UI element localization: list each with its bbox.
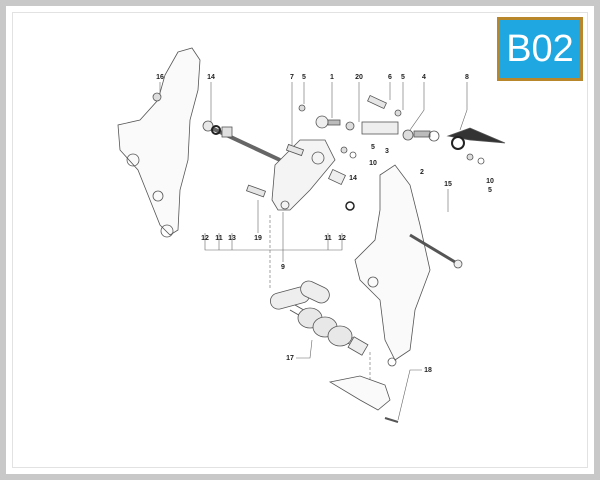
frame-inner-border	[12, 12, 588, 468]
callout-5: 5	[401, 74, 405, 81]
guard-plate	[328, 375, 391, 411]
callout-labels: 16 14 7 5 1 20 6 5 4 8 5 3 10 2 10 5 14 …	[156, 74, 494, 374]
callout-6: 6	[388, 74, 392, 81]
callout-14: 14	[207, 74, 215, 81]
callout-9: 9	[281, 264, 285, 271]
callout-20: 20	[355, 74, 363, 81]
callout-15: 15	[444, 181, 452, 188]
callout-12: 12	[201, 235, 209, 242]
callout-14: 14	[349, 175, 357, 182]
right-frame-bracket	[354, 164, 431, 361]
callout-3: 3	[385, 148, 389, 155]
callout-18: 18	[424, 367, 432, 374]
callout-5: 5	[488, 187, 492, 194]
section-code-badge: B02	[497, 17, 583, 81]
callout-10: 10	[369, 160, 377, 167]
callout-5: 5	[371, 144, 375, 151]
callout-12: 12	[338, 235, 346, 242]
callout-13: 13	[228, 235, 236, 242]
callout-11: 11	[215, 235, 223, 242]
callout-2: 2	[420, 169, 424, 176]
callout-1: 1	[330, 74, 334, 81]
rocker-link	[271, 139, 336, 211]
callout-4: 4	[422, 74, 426, 81]
callout-5: 5	[302, 74, 306, 81]
callout-7: 7	[290, 74, 294, 81]
callout-19: 19	[254, 235, 262, 242]
callout-17: 17	[286, 355, 294, 362]
left-frame-bracket	[117, 47, 201, 236]
callout-11: 11	[324, 235, 332, 242]
callout-10: 10	[486, 178, 494, 185]
callout-8: 8	[465, 74, 469, 81]
callout-16: 16	[156, 74, 164, 81]
shock-absorber	[270, 280, 369, 356]
